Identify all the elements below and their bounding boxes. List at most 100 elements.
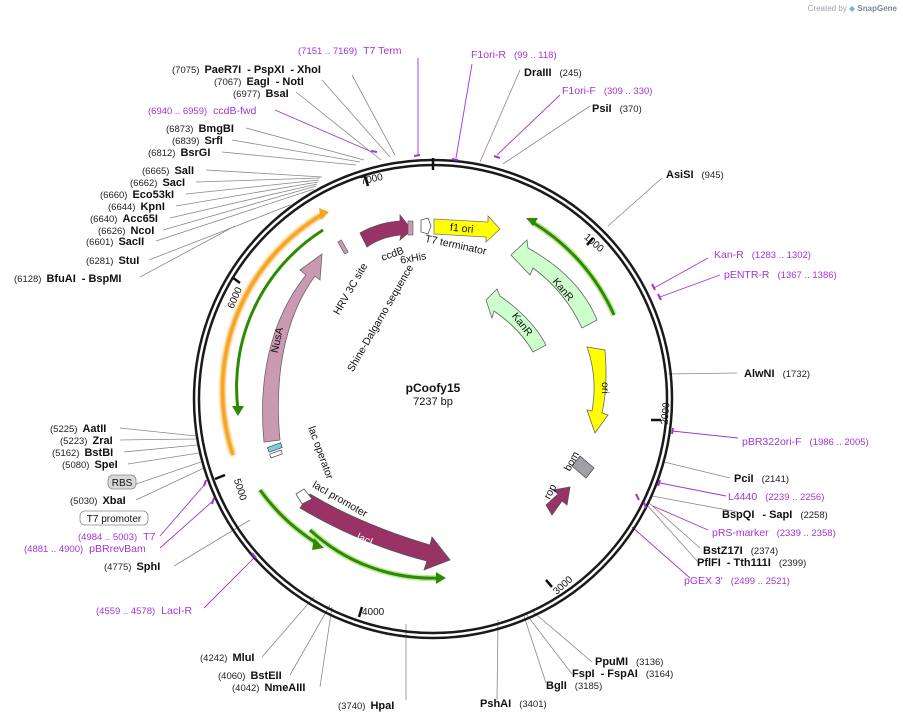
- tick-label-1000: 1000: [582, 232, 606, 255]
- site-label: AsiSI(945): [666, 169, 724, 181]
- plasmid-name: pCoofy15: [406, 381, 461, 395]
- green-arrow-right-core: [531, 220, 616, 316]
- site-label: (6281)StuI: [86, 255, 139, 267]
- tick-label-5000: 5000: [231, 477, 248, 502]
- snapgene-logo-icon: ◆: [849, 4, 856, 13]
- ori-label: ori: [599, 382, 611, 394]
- site-label: (5225)AatII: [50, 423, 106, 435]
- site-label: (5162)BstBI: [52, 447, 113, 459]
- primer-leader-lines: [159, 58, 739, 609]
- credit-brand: SnapGene: [857, 4, 897, 13]
- site-label: (6665)SalI: [142, 165, 194, 177]
- tick-label-2000: 2000: [659, 402, 672, 426]
- tick-label-4000: 4000: [362, 607, 385, 618]
- laci-label: lacI: [355, 531, 375, 548]
- rbs-box: [269, 449, 283, 459]
- laci-promoter-arrow: [295, 488, 313, 505]
- primer-label: pENTR-R(1367 .. 1386): [724, 269, 837, 281]
- primer-label: F1ori-R(99 .. 118): [471, 49, 557, 61]
- f1-ori-arrow: [433, 214, 501, 243]
- kanr-inner-arrow: [485, 288, 547, 353]
- bom-box: [571, 455, 595, 479]
- green-arrow-left-head: [232, 406, 244, 416]
- primer-label: pRS-marker(2339 .. 2358): [712, 527, 836, 539]
- green-arrow-bottom-1-core: [258, 489, 319, 546]
- primer-label: Kan-R(1283 .. 1302): [714, 249, 811, 261]
- plasmid-size: 7237 bp: [413, 396, 453, 408]
- primer-label: (4559 .. 4578)LacI-R: [96, 605, 192, 617]
- site-label: (6873)BmgBI: [166, 123, 234, 135]
- site-label: PshAI(3401): [480, 698, 547, 710]
- green-arrow-bottom-2-core: [308, 528, 441, 580]
- primer-label: pGEX 3'(2499 .. 2521): [684, 575, 790, 587]
- f1-ori-label: f1 ori: [450, 222, 474, 236]
- nusa-arrow: [262, 253, 323, 443]
- t7-promoter-badge: [79, 510, 149, 526]
- rbs-badge-label: RBS: [112, 478, 133, 489]
- site-label: DraIII(245): [524, 67, 582, 79]
- site-label: PpuMI(3136): [595, 656, 663, 668]
- site-label: AlwNI(1732): [744, 368, 810, 380]
- primer-label: (4881 .. 4900)pBRrevBam: [24, 543, 146, 555]
- sites-left: (7075)PaeR7I-PspXI-XhoI (7067)EagI-NotI …: [14, 64, 394, 712]
- ori-arrow: [586, 346, 609, 434]
- kanr-outer-arrow: [510, 239, 598, 329]
- site-label: (5030)XbaI: [70, 495, 126, 507]
- site-label: (6977)BsaI: [233, 88, 289, 100]
- primer-label: (6940 .. 6959)ccdB-fwd: [148, 105, 256, 117]
- lac-operator-label: lac operator: [305, 425, 335, 482]
- sites-right: DraIII(245) PsiI(370) AsiSI(945) AlwNI(1…: [480, 67, 828, 710]
- primer-label: (7151 .. 7169)T7 Term: [298, 45, 402, 57]
- his-tag-label: 6xHis: [399, 250, 427, 266]
- site-label: (6626)NcoI: [98, 225, 154, 237]
- site-label: (6812)BsrGI: [148, 147, 210, 159]
- orange-arrow-head: [319, 208, 329, 220]
- green-arrow-right-head: [526, 218, 538, 226]
- site-label: (6839)SrfI: [172, 135, 223, 147]
- site-label: (4242)MluI: [200, 652, 254, 664]
- green-arrow-left: [235, 228, 324, 411]
- credit-prefix: Created by: [807, 4, 847, 13]
- t7-terminator-arrow: [420, 217, 432, 235]
- tick-label-7000: 7000: [360, 172, 384, 187]
- site-label: (3740)HpaI: [338, 700, 394, 712]
- his-tag-box: [407, 220, 414, 236]
- site-label: (7067)EagI-NotI: [214, 76, 304, 88]
- site-label: (6662)SacI: [130, 177, 185, 189]
- snapgene-credit: Created by ◆ SnapGene: [808, 4, 897, 13]
- site-label: (5080)SpeI: [62, 459, 118, 471]
- rop-arrow: [545, 486, 571, 516]
- site-label: (5223)ZraI: [60, 435, 113, 447]
- site-label: (6644)KpnI: [108, 201, 165, 213]
- site-label: (4775)SphI: [104, 561, 160, 573]
- site-label: (6128)BfuAI-BspMI: [14, 273, 121, 285]
- primer-marks: [203, 150, 674, 559]
- site-label: (6601)SacII: [86, 236, 144, 248]
- site-label: BglI(3185): [546, 680, 602, 692]
- site-label: BspQI-SapI(2258): [722, 509, 828, 521]
- primer-label: pBR322ori-F(1986 .. 2005): [742, 436, 869, 448]
- hrv-3c-label: HRV 3C site: [331, 261, 370, 317]
- ccdb-arrow: [359, 213, 413, 248]
- orange-arrow-core: [221, 212, 324, 456]
- site-label: BstZ17I(2374): [703, 545, 778, 557]
- primer-labels: (7151 .. 7169)T7 Term F1ori-R(99 .. 118)…: [24, 45, 869, 617]
- site-label: PflFI-Tth111I(2399): [697, 557, 806, 569]
- site-label: (6640)Acc65I: [90, 213, 158, 225]
- primer-label: (4984 .. 5003)T7: [78, 531, 156, 543]
- scale-ticks: [214, 175, 661, 618]
- green-arrow-bottom-1-head: [312, 538, 324, 550]
- rbs-badge: [107, 474, 137, 490]
- laci-arrow: [299, 493, 451, 571]
- nusa-label: NusA: [269, 326, 286, 354]
- site-label: (6660)Eco53kI: [100, 189, 174, 201]
- site-label: PsiI(370): [592, 103, 642, 115]
- site-label: (4060)BstEII: [218, 670, 282, 682]
- t7-promoter-badge-label: T7 promoter: [87, 514, 142, 525]
- site-label: PciI(2141): [734, 473, 789, 485]
- site-label: (4042)NmeAIII: [232, 682, 305, 694]
- lac-operator-box: [267, 442, 283, 453]
- site-label: (7075)PaeR7I-PspXI-XhoI: [172, 64, 321, 76]
